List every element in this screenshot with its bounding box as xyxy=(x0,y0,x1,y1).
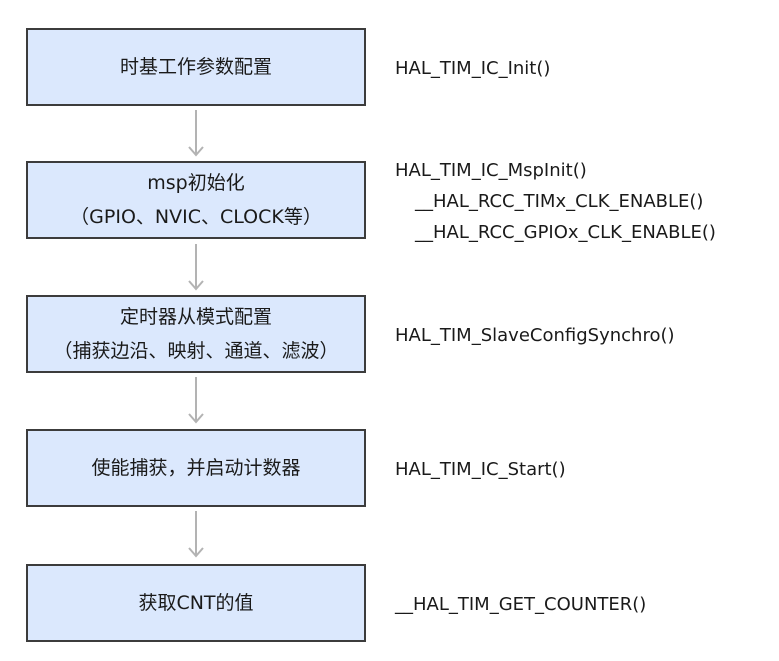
api-group-step-3: HAL_TIM_SlaveConfigSynchro() xyxy=(395,320,675,351)
flow-arrow xyxy=(188,511,204,558)
flow-arrow xyxy=(188,244,204,291)
step-box-enable-capture: 使能捕获，并启动计数器 xyxy=(26,429,366,507)
step-box-msp-init: msp初始化 （GPIO、NVIC、CLOCK等） xyxy=(26,161,366,239)
api-call: HAL_TIM_IC_MspInit() xyxy=(395,160,587,181)
step-label: 获取CNT的值 xyxy=(138,592,254,614)
step-label: 时基工作参数配置 xyxy=(119,56,272,78)
api-call: HAL_TIM_IC_Init() xyxy=(395,58,551,79)
step-box-read-cnt: 获取CNT的值 xyxy=(26,564,366,642)
api-group-step-1: HAL_TIM_IC_Init() xyxy=(395,53,550,84)
api-group-step-4: HAL_TIM_IC_Start() xyxy=(395,454,566,485)
api-call: __HAL_TIM_GET_COUNTER() xyxy=(395,594,647,615)
step-box-slave-mode-config: 定时器从模式配置 （捕获边沿、映射、通道、滤波） xyxy=(26,295,366,373)
step-label: 定时器从模式配置 xyxy=(119,306,272,328)
api-call: __HAL_RCC_TIMx_CLK_ENABLE() xyxy=(415,191,704,212)
api-call: HAL_TIM_IC_Start() xyxy=(395,459,566,480)
api-group-step-5: __HAL_TIM_GET_COUNTER() xyxy=(395,589,646,620)
step-sublabel: （GPIO、NVIC、CLOCK等） xyxy=(70,206,322,228)
step-label: msp初始化 xyxy=(147,172,245,194)
step-sublabel: （捕获边沿、映射、通道、滤波） xyxy=(53,340,339,362)
step-label: 使能捕获，并启动计数器 xyxy=(91,457,301,479)
api-group-step-2: HAL_TIM_IC_MspInit() __HAL_RCC_TIMx_CLK_… xyxy=(395,155,716,248)
flow-arrow xyxy=(188,110,204,157)
api-call: HAL_TIM_SlaveConfigSynchro() xyxy=(395,325,675,346)
flow-arrow xyxy=(188,377,204,424)
step-box-timebase-config: 时基工作参数配置 xyxy=(26,28,366,106)
api-call: __HAL_RCC_GPIOx_CLK_ENABLE() xyxy=(415,222,716,243)
